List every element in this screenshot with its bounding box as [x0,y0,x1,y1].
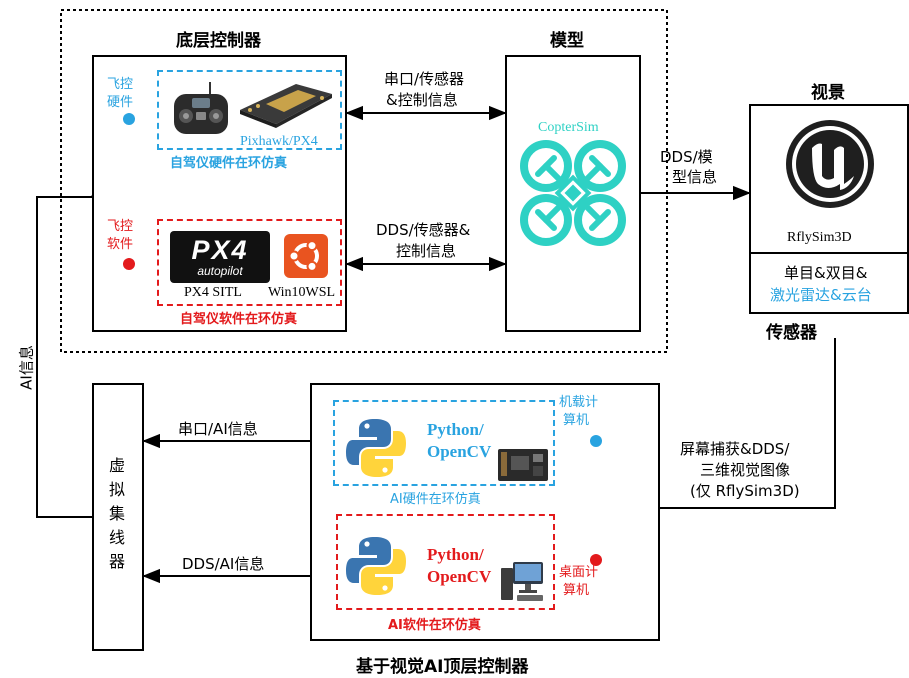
ai-hw-caption: AI硬件在环仿真 [390,492,481,507]
low-controller-title: 底层控制器 [176,31,261,51]
ai-sw-switch-dot [590,554,602,566]
ai-hw-link-label: 串口/AI信息 [178,420,258,438]
hil-side-label-2: 硬件 [107,95,134,110]
ai-feedback-label: AI信息 [17,345,36,390]
sil-dashed-box [157,219,342,306]
hub-char-5: 器 [109,552,126,571]
pixhawk-board-icon [240,84,332,128]
px4-logo-text: PX4 [191,235,249,265]
hil-caption: 自驾仪硬件在环仿真 [170,156,288,171]
capture-label-1: 屏幕捕获&DDS/ [680,440,790,458]
rflysim3d-label: RflySim3D [787,230,852,245]
unreal-engine-logo-icon [786,120,874,208]
sil-side-label-2: 软件 [107,237,134,252]
ubuntu-logo-icon [284,234,328,278]
python-logo-icon [346,537,406,595]
px4-logo: PX4 autopilot [170,231,270,283]
ai-sw-code-2: OpenCV [427,567,492,586]
hub-char-3: 集 [109,504,126,523]
hil-link-label-1: 串口/传感器 [384,70,465,88]
hil-dashed-box [157,70,342,150]
ai-sw-link-label: DDS/AI信息 [182,555,265,573]
ai-sw-caption: AI软件在环仿真 [388,618,481,633]
ai-hw-device-1: 机载计 [559,395,599,410]
model-title: 模型 [550,31,584,51]
model-view-label-1: DDS/模 [660,148,713,166]
sil-caption: 自驾仪软件在环仿真 [180,312,298,327]
capture-label-2: 三维视觉图像 [700,461,791,479]
ai-hw-code-1: Python/ [427,420,484,439]
desktop-computer-icon [501,562,543,601]
wsl-label: Win10WSL [268,285,336,300]
sensor-box [749,252,909,314]
sensor-line-1: 单目&双目& [784,264,868,282]
ai-sw-dashed-box [336,514,555,610]
rc-transmitter-icon [174,82,228,134]
ai-sw-device-1: 桌面计 [559,565,599,580]
ai-sw-device-2: 算机 [563,583,590,598]
view-title: 视景 [811,83,845,103]
ai-hw-device-2: 算机 [563,413,590,428]
px4-logo-subtext: autopilot [197,264,243,278]
hub-box [92,383,144,651]
ai-feedback-line [36,196,92,518]
hil-link-label-2: &控制信息 [386,91,458,109]
sensor-line-2: 激光雷达&云台 [770,286,872,304]
hub-char-1: 虚 [109,456,126,475]
sil-link-label-2: 控制信息 [396,242,457,260]
sil-link-label-1: DDS/传感器& [376,221,471,239]
ai-hw-dashed-box [333,400,555,486]
python-logo-icon [346,419,406,477]
ai-controller-title: 基于视觉AI顶层控制器 [356,657,529,677]
hil-side-label-1: 飞控 [107,77,134,92]
sitl-label: PX4 SITL [184,285,242,300]
quadcopter-icon [520,140,626,246]
ai-sw-code-1: Python/ [427,545,484,564]
onboard-computer-icon [498,449,548,481]
coptersim-label: CopterSim [538,120,599,135]
sil-switch-dot [123,258,135,270]
hub-char-4: 线 [109,528,126,547]
ai-hw-code-2: OpenCV [427,442,492,461]
simulation-dotted-frame [60,9,668,353]
ai-hw-switch-dot [590,435,602,447]
pixhawk-label: Pixhawk/PX4 [240,134,318,149]
sensor-title: 传感器 [766,323,817,343]
hub-char-2: 拟 [109,480,126,499]
model-view-label-2: 型信息 [672,168,718,186]
sil-side-label-1: 飞控 [107,219,134,234]
capture-label-3: (仅 RflySim3D) [690,482,800,500]
hil-switch-dot [123,113,135,125]
